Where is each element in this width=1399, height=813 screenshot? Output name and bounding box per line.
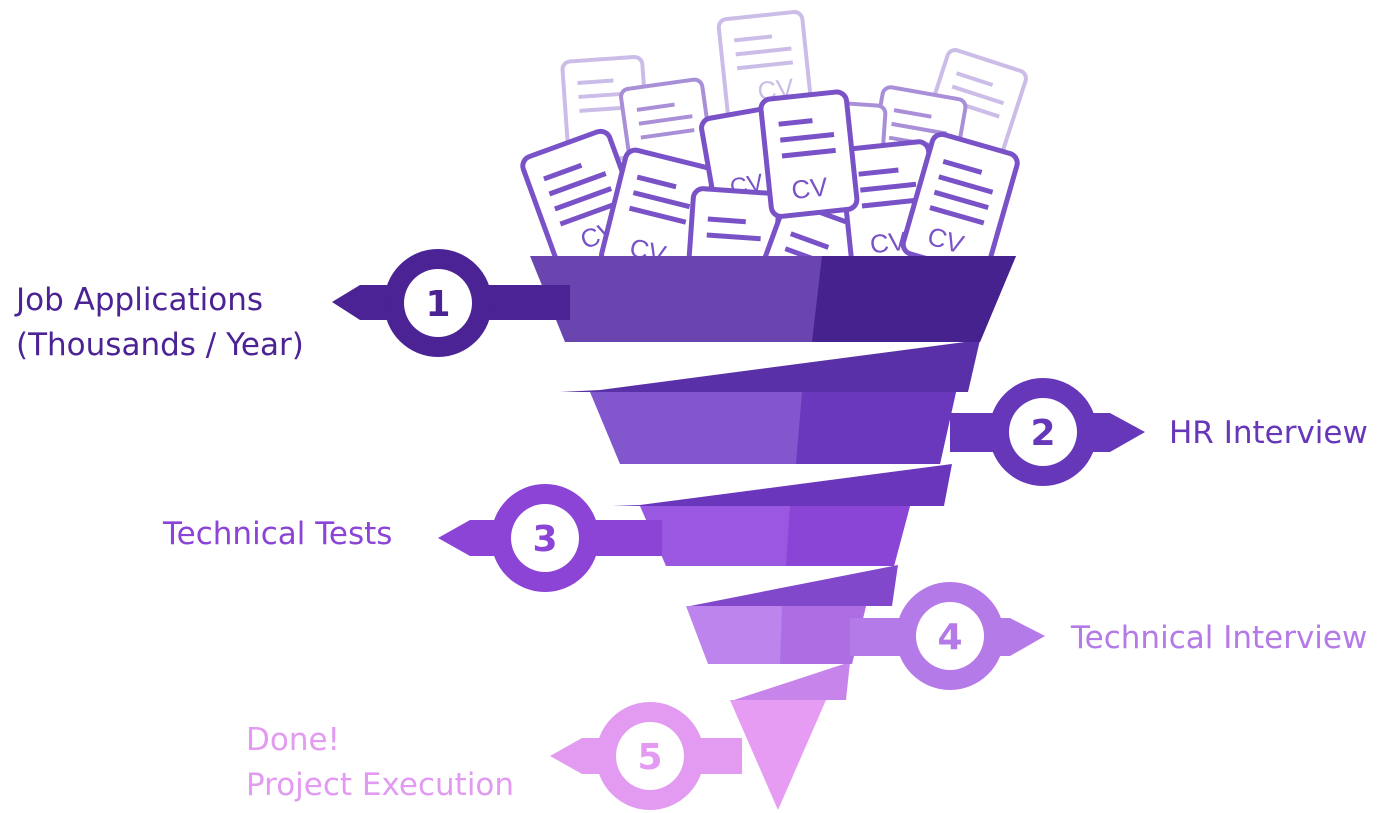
- stage-badge-2: 2: [989, 378, 1097, 486]
- stage-label-2-line-1: HR Interview: [1169, 415, 1368, 451]
- stage-label-3-line-1: Technical Tests: [163, 516, 393, 552]
- stage-label-5-line-2: Project Execution: [246, 766, 515, 803]
- stage-label-5: Done! Project Execution: [246, 718, 514, 808]
- cv-text: CV: [790, 171, 830, 205]
- funnel-band-3-shade: [786, 506, 910, 566]
- stage-number-3: 3: [532, 519, 557, 560]
- stage-label-3: Technical Tests: [163, 512, 392, 557]
- cv-document-icon: CV: [758, 89, 860, 219]
- stage-badge-1: 1: [384, 249, 492, 357]
- stage-number-5: 5: [637, 737, 662, 778]
- stage-badge-4: 4: [896, 582, 1004, 690]
- funnel-band-1-shade: [812, 256, 1016, 342]
- stage-number-4: 4: [937, 617, 962, 658]
- stage-badges: 1 2 3 4 5: [384, 249, 1097, 810]
- stage-badge-5: 5: [596, 702, 704, 810]
- stage-label-1-line-1: Job Applications: [16, 282, 264, 318]
- funnel: [530, 256, 1016, 810]
- stage-label-1: Job Applications (Thousands / Year): [16, 278, 304, 368]
- funnel-connectors: [560, 340, 980, 700]
- stage-label-1-line-2: (Thousands / Year): [16, 326, 304, 363]
- stage-label-2: HR Interview: [1169, 411, 1368, 456]
- stage-label-4-line-1: Technical Interview: [1071, 620, 1368, 656]
- stage-number-1: 1: [425, 284, 450, 325]
- funnel-band-2-shade: [796, 392, 956, 464]
- stage-label-5-line-1: Done!: [246, 722, 340, 758]
- funnel-band-4-shade: [780, 606, 866, 664]
- funnel-tip: [730, 700, 826, 810]
- stage-badge-3: 3: [491, 484, 599, 592]
- stage-label-4: Technical Interview: [1071, 616, 1367, 661]
- stage-number-2: 2: [1030, 413, 1055, 454]
